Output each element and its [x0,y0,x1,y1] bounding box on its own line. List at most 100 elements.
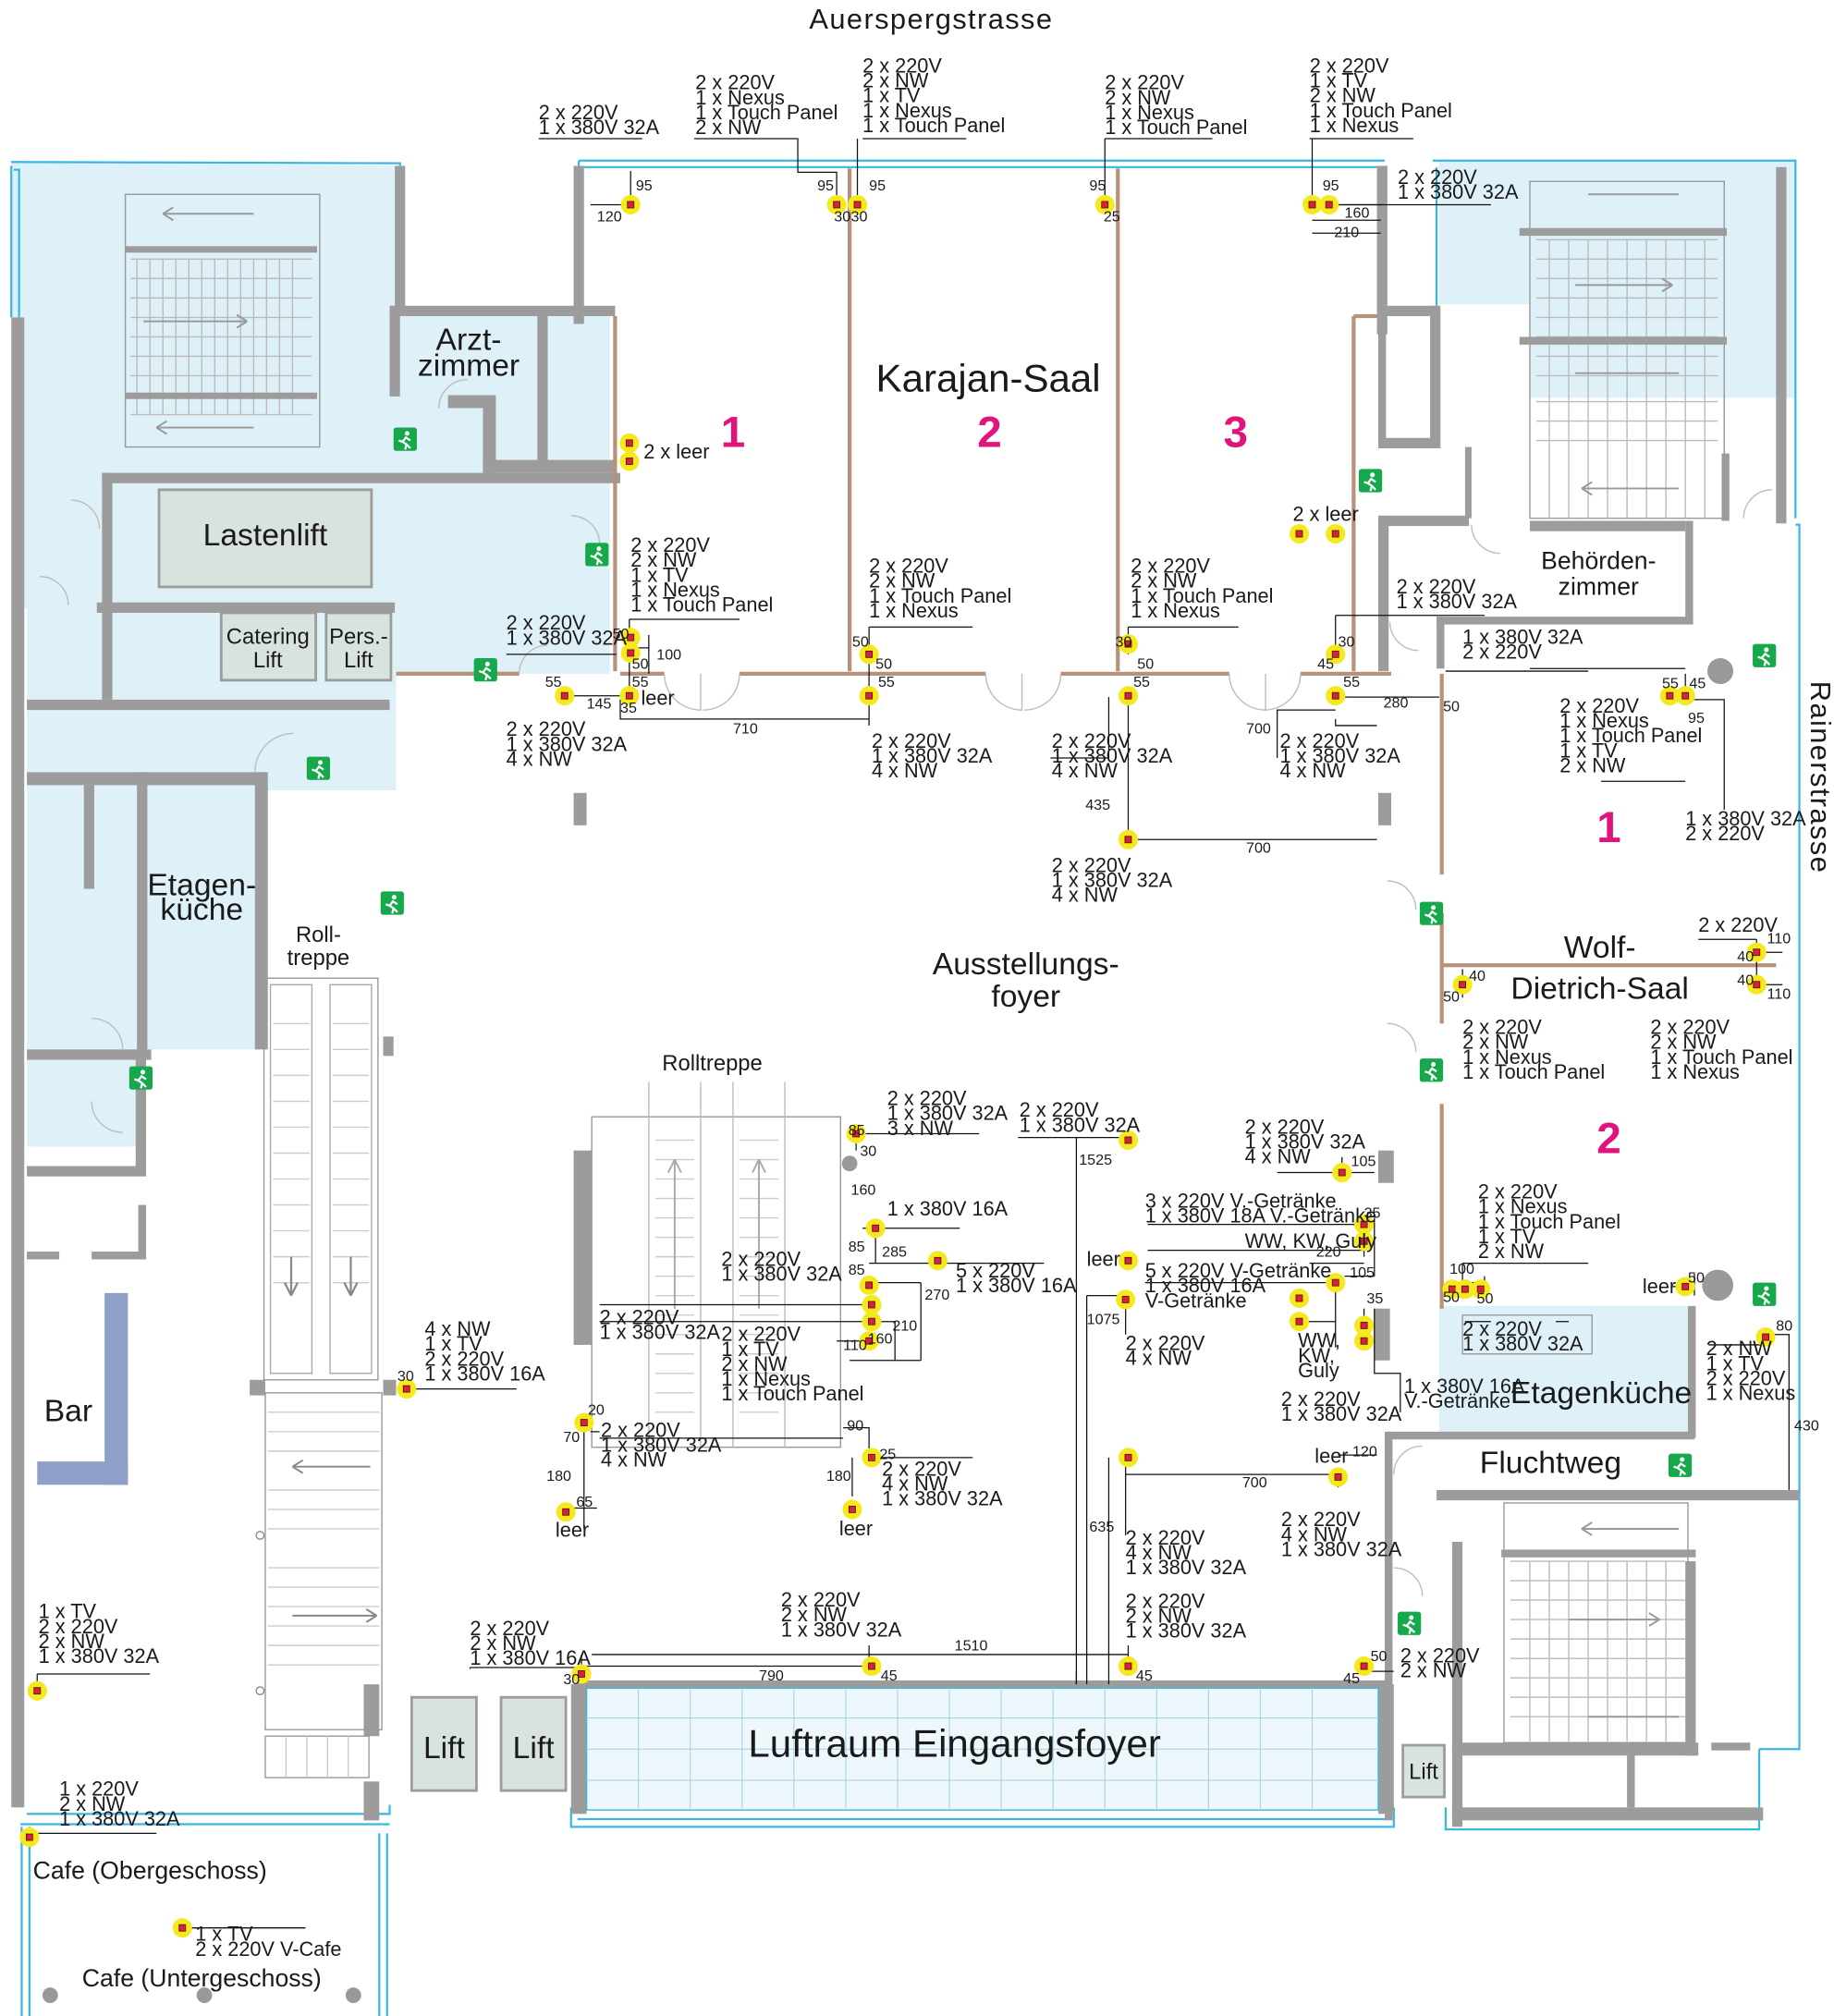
socket-core-icon [1666,691,1674,700]
installation-note-line: 1 x 380V 32A [1020,1113,1141,1136]
dimension-label: 1510 [955,1638,988,1655]
installation-note-line: leer [556,1518,589,1541]
socket-core-icon [1121,1295,1130,1303]
installation-note-line: 2 x 220V [1462,1016,1542,1039]
installation-note-line: Guly [1298,1359,1339,1382]
installation-note-line: 2 x 220V [470,1617,549,1640]
dimension-label: 110 [1767,930,1791,947]
dimension-label: 20 [588,1402,605,1419]
room-catering-label: Lift [253,648,283,673]
socket-core-icon [402,1385,410,1393]
installation-note-line: 4 x NW [1052,884,1119,907]
dimension-label: 55 [1662,675,1679,691]
dimension-label: 70 [563,1429,580,1446]
installation-note-line: WW, [1298,1329,1340,1352]
dimension-label: 50 [632,655,649,672]
installation-note-line: 2 x 220V [1052,729,1131,752]
texts: Auerspergstrasse Rainerstrasse Karajan-S… [33,3,1834,1992]
dimension-label: 50 [1371,1648,1388,1665]
lift-label: Lift [423,1731,466,1766]
installation-note-line: 2 x 220V [872,729,951,752]
room-etagenkueche-label: küche [160,893,243,927]
installation-note-line: 1 x 380V 32A [1279,744,1400,767]
installation-note-line: 1 x Touch Panel [1462,1060,1605,1083]
socket-core-icon [627,201,635,209]
dimension-label: 50 [1443,1289,1460,1306]
installation-note-line: 2 x 220V [1462,1317,1542,1340]
socket-core-icon [1762,1333,1770,1341]
socket-core-icon [625,691,633,700]
dimension-label: 210 [1334,225,1359,241]
lift-boxes [37,488,1593,1799]
room-wolf-dietrich-label: Dietrich-Saal [1510,972,1688,1007]
installation-note-line: 1 x Nexus [630,578,720,601]
installation-note-line: leer [839,1517,873,1540]
room-lastenlift-label: Lastenlift [203,519,328,553]
socket-core-icon [868,1453,875,1461]
installation-note-line: 4 x NW [1279,759,1346,782]
installation-note-line: 2 x 220V [721,1323,801,1346]
installation-note-line: 1 x 380V 32A [1281,1537,1402,1560]
room-behoerden-label: zimmer [1559,572,1639,600]
socket-core-icon [178,1924,187,1932]
installation-note-line: 2 x 220V [1281,1387,1361,1411]
installation-note-line: 2 x 220V [1650,1016,1730,1039]
socket-core-icon [1124,1453,1132,1461]
socket-core-icon [562,1508,570,1516]
installation-note-line: V.-Getränke [1404,1389,1510,1412]
dimension-label: 180 [546,1468,571,1485]
installation-note-line: 2 x NW [470,1631,536,1655]
installation-note-line: 1 x Touch Panel [1105,116,1247,139]
installation-note-line: 2 x 220V [600,1306,679,1329]
dimension-label: 55 [878,674,895,690]
dimension-label: 25 [1104,209,1120,226]
installation-note-line: 2 x 220V [1478,1180,1558,1203]
dimension-label: 50 [852,633,869,650]
socket-core-icon [1331,1278,1339,1287]
installation-note-line: 2 x NW [695,116,762,139]
staircase-top-right [1519,180,1730,521]
installation-note-line: 2 x 220V [601,1418,680,1441]
dimension-label: 50 [1443,988,1460,1005]
socket-core-icon [625,458,633,465]
socket-core-icon [833,201,841,209]
dimension-label: 220 [1316,1244,1341,1261]
emergency-exit-icon [584,542,610,568]
installation-note-line: 2 x 220V [695,71,775,94]
installation-note-line: 2 x NW [1105,86,1171,109]
socket-core-icon [865,1337,874,1345]
room-arzt-label: zimmer [418,348,520,383]
installation-note-line: 4 x NW [1281,1522,1348,1546]
luftraum-grid [585,1687,1379,1811]
socket-core-icon [1360,1321,1368,1329]
installation-note-line: 1 x Touch Panel [1559,724,1702,747]
socket-core-icon [1753,948,1761,957]
installation-note-line: 2 x NW [1400,1658,1467,1681]
emergency-exit-icon [1357,468,1384,494]
emergency-exit-icon [379,890,406,916]
socket-core-icon [1295,530,1303,538]
installation-note-line: 2 x NW [862,69,929,92]
installation-note-line: 1 x 380V 32A [721,1263,842,1286]
socket-core-icon [868,1662,875,1670]
installation-note-line: 1 x Nexus [862,99,952,122]
installation-note-line: 1 x 380V 32A [507,732,628,755]
socket-core-icon [853,201,862,209]
socket-core-icon [872,1224,880,1232]
installation-note-line: 1 x 380V 32A [600,1321,721,1344]
partitions [396,168,1777,1309]
installation-note-line: 1 x Touch Panel [1131,584,1273,607]
installation-note-line: 1 x Nexus [1650,1060,1740,1083]
installation-note-line: 1 x 380V 32A [507,626,628,649]
installation-note-line: 1 x 380V 32A [1462,626,1583,649]
room-pers-lift-label: Pers.- [329,625,388,650]
installation-note-line: 2 x NW [1478,1240,1545,1263]
dimension-label: 50 [1443,699,1460,715]
installation-note-line: 1 x 380V 32A [59,1807,180,1830]
dimension-label: 45 [1317,655,1334,672]
installation-note-line: 1 x Nexus [1706,1382,1796,1405]
installation-note-line: 2 x 220V [1126,1526,1205,1549]
installation-note-line: 1 x Touch Panel [1478,1210,1620,1233]
